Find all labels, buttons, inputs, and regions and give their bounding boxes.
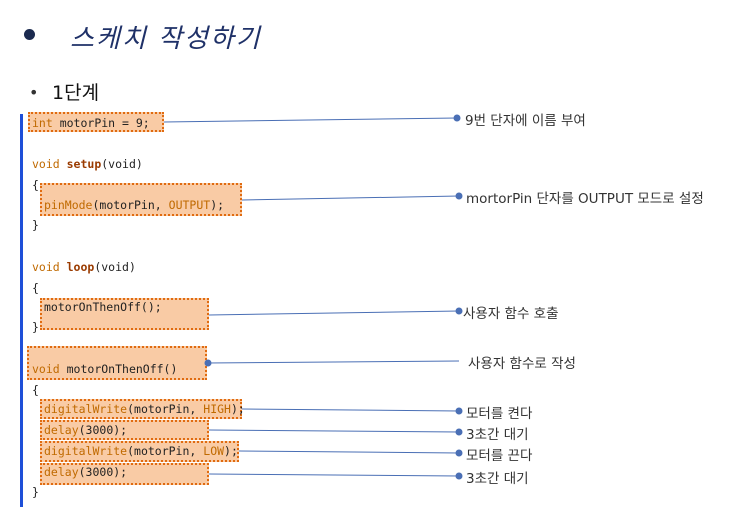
step-heading: 1단계 bbox=[52, 82, 100, 104]
note-output-mode: mortorPin 단자를 OUTPUT 모드로 설정 bbox=[466, 191, 704, 207]
connector-1 bbox=[163, 117, 458, 123]
connector-4 bbox=[206, 360, 460, 364]
code-margin-bar bbox=[20, 114, 23, 507]
code-line-call: motorOnThenOff(); bbox=[44, 300, 162, 314]
note-motor-on: 모터를 켠다 bbox=[466, 406, 533, 422]
code-line-delay-1: delay(3000); bbox=[44, 423, 128, 437]
connector-dot-1 bbox=[453, 114, 461, 122]
slide-title: 스케치 작성하기 bbox=[70, 24, 262, 54]
connector-dot-4 bbox=[204, 359, 212, 367]
highlight-delay-1 bbox=[40, 420, 209, 440]
code-brace-open: { bbox=[32, 178, 39, 192]
code-brace-close: } bbox=[32, 485, 39, 499]
code-line-loop: void loop(void) bbox=[32, 260, 136, 274]
note-name-pin: 9번 단자에 이름 부여 bbox=[465, 113, 586, 129]
highlight-definition bbox=[27, 346, 207, 380]
highlight-delay-2 bbox=[40, 463, 209, 485]
code-line-setup: void setup(void) bbox=[32, 157, 143, 171]
code-line-delay-2: delay(3000); bbox=[44, 465, 128, 479]
code-line-digitalwrite-high: digitalWrite(motorPin, HIGH); bbox=[44, 402, 245, 416]
connector-7 bbox=[238, 450, 460, 454]
highlight-pinmode bbox=[40, 183, 242, 216]
connector-dot-3 bbox=[455, 307, 463, 315]
connector-dot-6 bbox=[455, 428, 463, 436]
highlight-digitalwrite-low bbox=[40, 441, 239, 462]
highlight-motorpin-decl bbox=[28, 112, 164, 132]
note-define-function: 사용자 함수로 작성 bbox=[468, 356, 576, 372]
connector-3 bbox=[208, 310, 460, 316]
note-wait-1: 3초간 대기 bbox=[466, 427, 529, 443]
code-line-definition: void motorOnThenOff() bbox=[32, 362, 178, 376]
code-brace-close: } bbox=[32, 320, 39, 334]
highlight-call bbox=[40, 298, 209, 330]
code-brace-close: } bbox=[32, 218, 39, 232]
connector-2 bbox=[241, 195, 460, 201]
step-bullet: • bbox=[29, 83, 39, 102]
note-wait-2: 3초간 대기 bbox=[466, 471, 529, 487]
connector-dot-8 bbox=[455, 472, 463, 480]
code-brace-open: { bbox=[32, 383, 39, 397]
code-line-pinmode: pinMode(motorPin, OUTPUT); bbox=[44, 198, 225, 212]
note-motor-off: 모터를 끈다 bbox=[466, 448, 533, 464]
connector-5 bbox=[241, 408, 460, 412]
connector-8 bbox=[208, 473, 460, 477]
note-call-function: 사용자 함수 호출 bbox=[463, 306, 559, 322]
highlight-digitalwrite-high bbox=[40, 399, 242, 419]
code-line-digitalwrite-low: digitalWrite(motorPin, LOW); bbox=[44, 444, 238, 458]
connector-dot-2 bbox=[455, 192, 463, 200]
connector-dot-7 bbox=[455, 449, 463, 457]
title-bullet bbox=[24, 29, 35, 40]
connector-dot-5 bbox=[455, 407, 463, 415]
code-brace-open: { bbox=[32, 281, 39, 295]
connector-6 bbox=[208, 429, 460, 433]
code-line-declare: int motorPin = 9; bbox=[32, 116, 150, 130]
